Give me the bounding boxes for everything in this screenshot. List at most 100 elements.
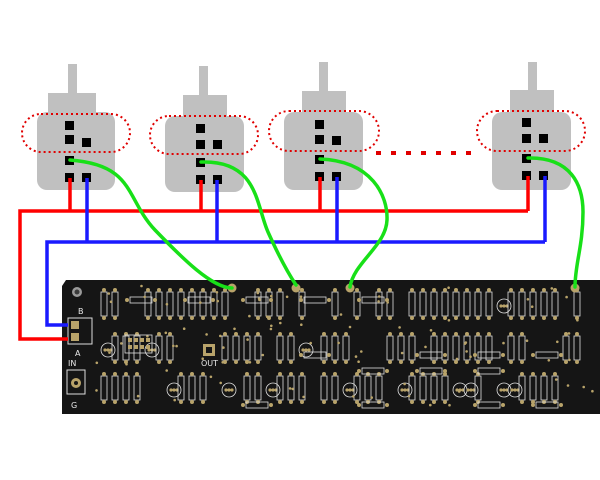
via [248, 314, 251, 318]
connector-pin [196, 124, 205, 133]
resistor-footprint [477, 367, 501, 375]
via [377, 300, 380, 303]
solder-pad [421, 288, 425, 292]
connector-pin [82, 138, 91, 147]
solder-pad [513, 388, 517, 392]
via [222, 346, 225, 349]
in-jack-outline [66, 369, 86, 395]
solder-pad [300, 372, 304, 376]
solder-pad [179, 400, 183, 404]
solder-pad [385, 369, 389, 373]
resistor-footprint [361, 296, 385, 304]
solder-pad [455, 388, 459, 392]
via [256, 291, 260, 295]
solder-pad [135, 400, 139, 404]
transistor-footprint [166, 382, 182, 398]
solder-pad [102, 372, 106, 376]
solder-pad [531, 400, 535, 404]
via [265, 315, 269, 319]
solder-pad [267, 288, 271, 292]
resistor-footprint [477, 351, 501, 359]
solder-pad [542, 372, 546, 376]
via [377, 295, 381, 298]
solder-pad [432, 316, 436, 320]
solder-pad [520, 372, 524, 376]
connector-cable [319, 62, 328, 92]
via [565, 295, 568, 299]
solder-pad [410, 372, 414, 376]
via [386, 301, 390, 304]
pin-group-highlight [21, 113, 131, 153]
solder-pad [454, 332, 458, 336]
via [219, 334, 222, 338]
solder-pad [327, 298, 331, 302]
connector-pin [522, 118, 531, 127]
via [348, 325, 352, 329]
solder-pad [443, 288, 447, 292]
solder-pad [223, 360, 227, 364]
solder-pad [322, 372, 326, 376]
solder-pad [278, 316, 282, 320]
transistor-footprint [100, 342, 116, 358]
via [95, 389, 98, 392]
resistor-footprint [419, 367, 443, 375]
via [246, 338, 249, 341]
pcb-label-in: IN [68, 359, 76, 368]
solder-pad [575, 360, 579, 364]
solder-pad [157, 288, 161, 292]
solder-pad [300, 316, 304, 320]
via [424, 345, 427, 349]
solder-pad [443, 372, 447, 376]
via [568, 358, 571, 362]
solder-pad [501, 369, 505, 373]
solder-pad [201, 316, 205, 320]
via [337, 341, 340, 345]
solder-pad [531, 288, 535, 292]
solder-pad [399, 332, 403, 336]
green-wire-4 [526, 156, 585, 289]
via [455, 357, 459, 361]
solder-pad [553, 288, 557, 292]
via [146, 334, 149, 338]
solder-pad [377, 316, 381, 320]
via [269, 327, 273, 331]
solder-pad [168, 316, 172, 320]
resistor-footprint [245, 296, 269, 304]
connector-cable [528, 62, 537, 92]
connector-pin [332, 136, 341, 145]
via [205, 333, 208, 336]
connector-pin [213, 140, 222, 149]
solder-pad [201, 288, 205, 292]
solder-pad [344, 360, 348, 364]
connector-pin [315, 120, 324, 129]
solder-pad [502, 304, 506, 308]
solder-pad [403, 388, 407, 392]
connector-4 [476, 62, 586, 190]
solder-pad [465, 360, 469, 364]
solder-pad [355, 372, 359, 376]
connector-pin [539, 171, 548, 180]
header-pin [146, 345, 150, 349]
solder-pad [443, 360, 447, 364]
green-wire-3 [318, 157, 389, 289]
via [352, 395, 355, 398]
connector-pin [332, 172, 341, 181]
solder-pad [476, 332, 480, 336]
solder-pad [487, 332, 491, 336]
solder-pad [388, 288, 392, 292]
solder-pad [322, 360, 326, 364]
connector-1 [21, 64, 131, 190]
solder-pad [501, 353, 505, 357]
connector-body [492, 112, 571, 190]
solder-pad [520, 360, 524, 364]
header-pin [128, 338, 132, 342]
solder-pad [388, 316, 392, 320]
via [457, 390, 461, 393]
solder-pad [454, 288, 458, 292]
pcb-substrate [62, 280, 600, 414]
via [173, 398, 176, 402]
solder-pad [299, 298, 303, 302]
solder-pad [443, 332, 447, 336]
solder-pad [307, 348, 311, 352]
via [567, 332, 571, 335]
